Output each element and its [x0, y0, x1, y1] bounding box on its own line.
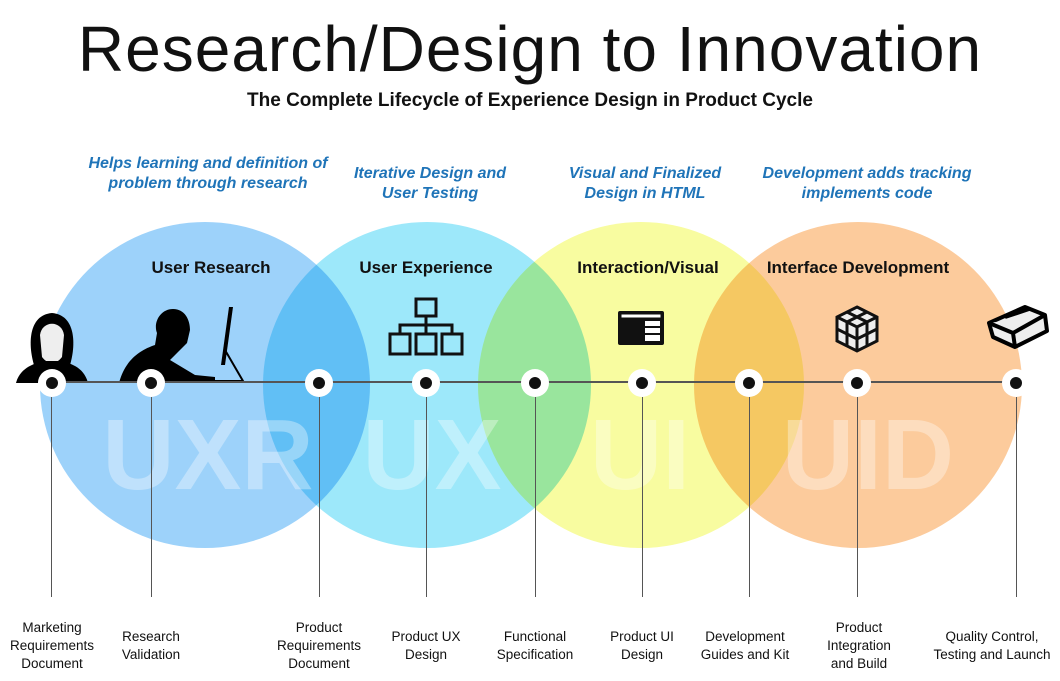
- milestone-node: [628, 369, 656, 397]
- milestone-drop-line: [1016, 397, 1017, 597]
- milestone-node: [412, 369, 440, 397]
- phase-desc-uxr: Helps learning and definition of problem…: [88, 155, 328, 192]
- milestone-label: Product UX Design: [391, 629, 461, 662]
- woman-user-icon: [16, 313, 88, 383]
- milestone-node: [521, 369, 549, 397]
- milestone-drop-line: [426, 397, 427, 597]
- milestone-drop-line: [51, 397, 52, 597]
- milestone-node: [1002, 369, 1030, 397]
- researcher-at-computer-icon: [119, 307, 245, 383]
- milestone-drop-line: [535, 397, 536, 597]
- phase-abbr-ux: UX: [362, 399, 502, 511]
- milestone-drop-line: [749, 397, 750, 597]
- phase-abbr-uid: UID: [781, 399, 955, 511]
- page-title: Research/Design to Innovation: [77, 13, 983, 85]
- phase-title-uid: Interface Development: [766, 258, 950, 277]
- milestone-label: Development Guides and Kit: [700, 629, 790, 662]
- phase-title-ui: Interaction/Visual: [577, 258, 719, 277]
- milestone-node: [735, 369, 763, 397]
- package-box-icon: [987, 305, 1049, 349]
- milestone-node: [137, 369, 165, 397]
- phase-abbr-ui: UI: [590, 399, 690, 511]
- phase-desc-uid: Development adds tracking implements cod…: [762, 165, 972, 202]
- milestone-label: Product UI Design: [610, 629, 674, 662]
- milestone-drop-line: [151, 397, 152, 597]
- milestone-label: Product Requirements Document: [276, 620, 362, 671]
- phase-title-uxr: User Research: [151, 258, 271, 277]
- sitemap-icon: [388, 297, 464, 356]
- page-subtitle: The Complete Lifecycle of Experience Des…: [247, 90, 813, 111]
- phase-title-ux: User Experience: [359, 258, 493, 277]
- phase-abbr-uxr: UXR: [102, 399, 314, 511]
- phase-desc-ux: Iterative Design and User Testing: [353, 165, 507, 202]
- milestone-node: [305, 369, 333, 397]
- milestone-drop-line: [642, 397, 643, 597]
- milestone-label: Product Integration and Build: [827, 620, 891, 671]
- milestone-node: [843, 369, 871, 397]
- milestone-node: [38, 369, 66, 397]
- milestone-label: Quality Control, Testing and Launch: [933, 629, 1051, 662]
- phase-desc-ui: Visual and Finalized Design in HTML: [568, 165, 722, 202]
- milestone-label: Functional Specification: [496, 629, 574, 662]
- milestone-label: Marketing Requirements Document: [9, 620, 95, 671]
- milestone-drop-line: [319, 397, 320, 597]
- milestone-drop-line: [857, 397, 858, 597]
- webpage-layout-icon: [618, 311, 664, 345]
- milestone-label: Research Validation: [121, 629, 181, 662]
- cubes-build-icon: [835, 305, 879, 353]
